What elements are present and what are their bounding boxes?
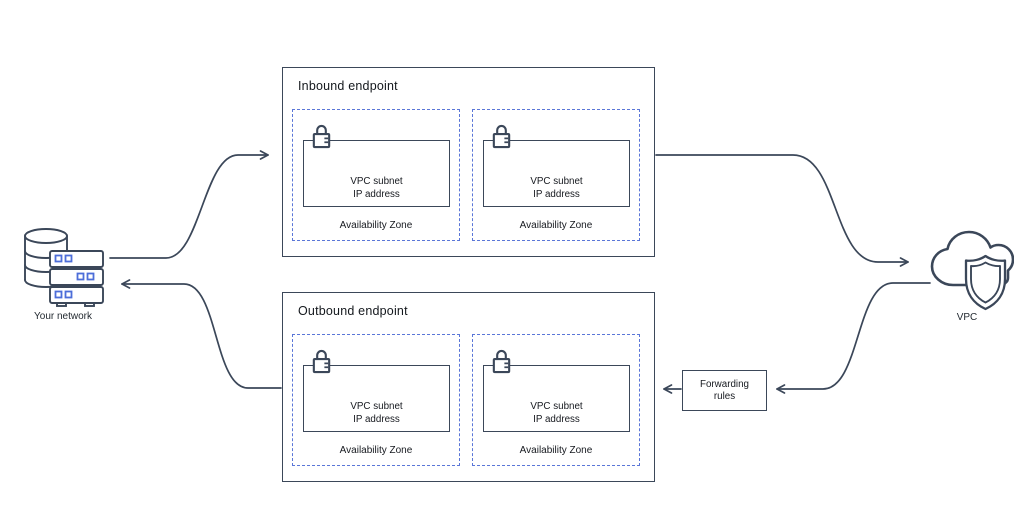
your-network-label: Your network	[34, 311, 92, 322]
ip-address-label: IP address	[533, 188, 580, 200]
availability-zone-label: Availability Zone	[519, 220, 593, 231]
vpc-subnet-label: VPC subnet	[530, 401, 583, 412]
ip-address-label: IP address	[353, 188, 400, 200]
forwarding-rules-box: Forwarding rules	[682, 370, 767, 411]
forwarding-rules-label-line1: Forwarding	[699, 378, 749, 390]
inbound-endpoint-title: Inbound endpoint	[298, 79, 398, 93]
forwarding-rules-label-line2: rules	[713, 390, 736, 402]
arrow-network-to-inbound	[109, 150, 269, 259]
lock-icon	[312, 124, 331, 149]
inbound-availability-zone-1: VPC subnet IP address Availability Zone	[292, 109, 460, 241]
lock-icon	[312, 349, 331, 374]
arrow-inbound-to-vpc	[655, 154, 909, 267]
outbound-availability-zone-1: VPC subnet IP address Availability Zone	[292, 334, 460, 466]
vpc-subnet-label: VPC subnet	[530, 176, 583, 187]
vpc-subnet-box: VPC subnet IP address	[303, 140, 450, 207]
ip-address-label: IP address	[533, 413, 580, 425]
vpc-subnet-box: VPC subnet IP address	[303, 365, 450, 432]
ip-address-label: IP address	[353, 413, 400, 425]
shield-inner-outline	[970, 261, 1001, 304]
outbound-availability-zone-2: VPC subnet IP address Availability Zone	[472, 334, 640, 466]
inbound-availability-zone-2: VPC subnet IP address Availability Zone	[472, 109, 640, 241]
vpc-subnet-label: VPC subnet	[350, 176, 403, 187]
vpc-label: VPC	[956, 312, 978, 323]
arrow-outbound-to-network	[121, 279, 282, 389]
inbound-endpoint-box: Inbound endpoint VPC subnet IP address A…	[282, 67, 655, 257]
lock-icon	[492, 124, 511, 149]
your-network-server-icon	[24, 228, 104, 307]
vpc-subnet-box: VPC subnet IP address	[483, 140, 630, 207]
vpc-subnet-label: VPC subnet	[350, 401, 403, 412]
availability-zone-label: Availability Zone	[519, 445, 593, 456]
vpc-subnet-box: VPC subnet IP address	[483, 365, 630, 432]
outbound-endpoint-box: Outbound endpoint VPC subnet IP address …	[282, 292, 655, 482]
availability-zone-label: Availability Zone	[339, 220, 413, 231]
vpc-cloud-shield-icon	[930, 230, 1014, 311]
lock-icon	[492, 349, 511, 374]
availability-zone-label: Availability Zone	[339, 445, 413, 456]
outbound-endpoint-title: Outbound endpoint	[298, 304, 408, 318]
arrow-vpc-to-forwarding	[776, 282, 931, 394]
